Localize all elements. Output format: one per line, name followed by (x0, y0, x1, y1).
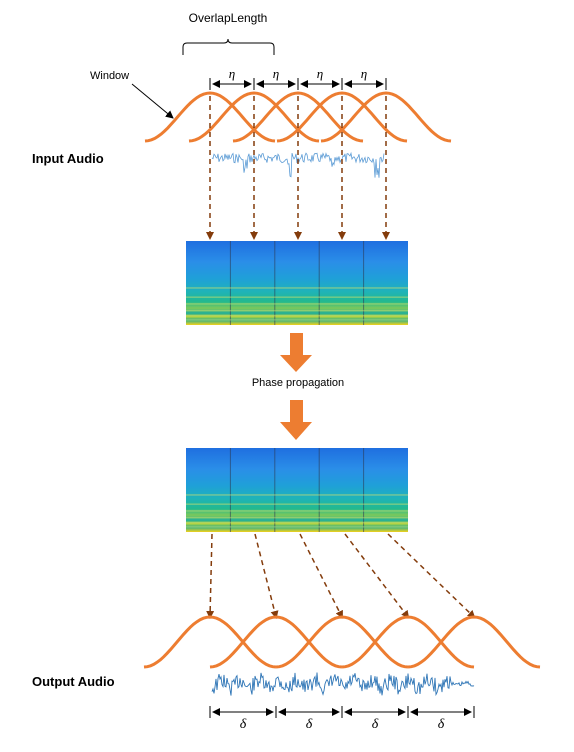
output-window-curve (275, 615, 409, 669)
delta-symbol: δ (240, 717, 247, 732)
input-waveform (211, 151, 385, 178)
delta-symbol: δ (438, 717, 445, 732)
output-frame-arrow (344, 533, 410, 619)
window-pointer-arrow (131, 83, 174, 119)
output-audio-label: Output Audio (32, 674, 115, 689)
output-frame-arrows (206, 533, 476, 619)
input-audio-label: Input Audio (32, 151, 104, 166)
output-windows (143, 615, 541, 669)
spectrogram-band (186, 309, 408, 312)
spectrogram-band (186, 526, 408, 528)
spectrogram-band (186, 510, 408, 512)
window-label: Window (90, 70, 129, 82)
down-arrow-bottom (280, 400, 312, 440)
eta-symbol: η (229, 66, 235, 81)
output-frame-arrow (206, 533, 215, 619)
spectrogram-band (186, 494, 408, 496)
delta-symbol: δ (306, 717, 313, 732)
input-window-curve (320, 91, 452, 143)
input-spectrogram (186, 241, 408, 325)
spectrogram-band (186, 303, 408, 305)
overlap-length-label: OverlapLength (189, 11, 268, 25)
spectrogram-band (186, 319, 408, 321)
spectrogram-band (186, 296, 408, 298)
eta-symbol: η (273, 66, 279, 81)
input-window-curve (276, 91, 408, 143)
output-window-curve (209, 615, 343, 669)
output-waveform (211, 672, 475, 697)
output-frame-arrow (299, 533, 343, 619)
output-spectrogram (186, 448, 408, 532)
spectrogram-band (186, 521, 408, 524)
output-frame-arrow (254, 533, 279, 619)
output-window-curve (143, 615, 277, 669)
output-window-curve (407, 615, 541, 669)
input-windows (144, 91, 452, 143)
delta-symbol: δ (372, 717, 379, 732)
eta-symbol: η (361, 66, 367, 81)
spectrogram-band (186, 314, 408, 317)
spectrogram-band (186, 503, 408, 505)
spectrogram-band (186, 516, 408, 519)
phase-propagation-label: Phase propagation (252, 377, 344, 389)
output-frame-arrow (387, 533, 476, 619)
input-frame-arrows (206, 96, 390, 240)
down-arrow-top (280, 333, 312, 372)
overlap-brace (182, 38, 275, 55)
eta-symbol: η (317, 66, 323, 81)
spectrogram-band (186, 287, 408, 289)
output-window-curve (341, 615, 475, 669)
